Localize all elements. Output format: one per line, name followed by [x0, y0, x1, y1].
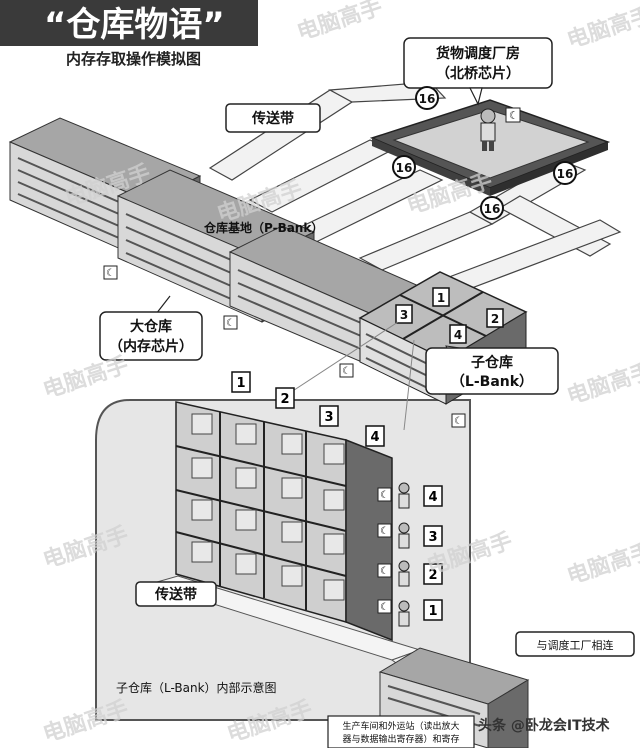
- dispatch-factory: ☾: [369, 99, 611, 196]
- svg-text:（L-Bank）: （L-Bank）: [451, 374, 533, 390]
- svg-text:2: 2: [280, 392, 289, 407]
- svg-text:与调度工厂相连: 与调度工厂相连: [537, 638, 614, 652]
- watermark: 电脑高手: [294, 0, 386, 46]
- page-title: “仓库物语”: [44, 5, 225, 45]
- credit-watermark: 头条 @卧龙会IT技术: [478, 717, 610, 734]
- svg-text:16: 16: [484, 202, 501, 216]
- dispatch-label-line2: （北桥芯片）: [436, 65, 520, 82]
- bank-number-badge-3: 3: [395, 304, 413, 324]
- row-marker-2: ☾ 2: [377, 560, 443, 587]
- bus-width-badge-2: 16: [392, 155, 416, 179]
- phone-icon: ☾: [223, 315, 238, 330]
- column-number-1: 1: [231, 371, 251, 393]
- page-subtitle: 内存存取操作模拟图: [66, 50, 201, 68]
- svg-text:☾: ☾: [454, 416, 463, 427]
- svg-text:器与数据输出寄存器）和寄存: 器与数据输出寄存器）和寄存: [342, 733, 459, 745]
- sub-warehouse-diagram-caption: 子仓库（L-Bank）内部示意图: [116, 680, 277, 695]
- conveyor-top-label: 传送带: [225, 103, 321, 133]
- big-warehouse-label: 大仓库 （内存芯片）: [99, 295, 203, 361]
- svg-text:4: 4: [454, 328, 462, 342]
- outbound-label: 生产车间和外运站（读出放大 器与数据输出寄存器）和寄存: [327, 715, 475, 748]
- outbound-building: [378, 647, 530, 748]
- dispatch-label: 货物调度厂房 （北桥芯片）: [403, 37, 553, 106]
- svg-text:2: 2: [491, 312, 499, 326]
- svg-text:4: 4: [428, 490, 437, 505]
- sub-warehouse-shelf: [175, 401, 393, 642]
- row-marker-1: ☾ 1: [377, 599, 443, 627]
- svg-text:3: 3: [400, 308, 408, 322]
- svg-text:16: 16: [396, 161, 413, 175]
- svg-text:2: 2: [428, 568, 437, 583]
- sub-warehouse-label: 子仓库 （L-Bank）: [425, 345, 559, 395]
- watermark: 电脑高手: [40, 696, 132, 748]
- svg-text:传送带: 传送带: [251, 110, 294, 127]
- svg-text:☾: ☾: [342, 366, 351, 377]
- row-marker-4: ☾ 4: [377, 482, 443, 509]
- svg-text:传送带: 传送带: [154, 586, 197, 603]
- svg-text:1: 1: [428, 604, 437, 619]
- svg-text:子仓库: 子仓库: [471, 354, 513, 371]
- svg-text:☾: ☾: [380, 566, 389, 577]
- column-number-3: 3: [319, 405, 339, 427]
- svg-text:3: 3: [324, 410, 333, 425]
- bank-number-badge-2: 2: [486, 308, 504, 328]
- bank-number-badge-4: 4: [449, 324, 467, 344]
- title-bg: [0, 0, 258, 46]
- watermark: 电脑高手: [564, 538, 640, 590]
- svg-text:16: 16: [419, 92, 436, 106]
- dispatch-label-line1: 货物调度厂房: [435, 45, 520, 62]
- phone-icon: ☾: [339, 363, 354, 378]
- worker-figure-dispatch: [480, 108, 496, 151]
- svg-text:☾: ☾: [380, 526, 389, 537]
- watermark: 电脑高手: [564, 358, 640, 410]
- svg-text:3: 3: [428, 530, 437, 545]
- svg-text:（内存芯片）: （内存芯片）: [109, 338, 193, 355]
- column-number-4: 4: [365, 425, 385, 447]
- watermark: 电脑高手: [564, 2, 640, 54]
- bus-width-badge-4: 16: [553, 161, 577, 185]
- watermark: 电脑高手: [40, 352, 132, 404]
- svg-text:大仓库: 大仓库: [130, 318, 172, 335]
- svg-text:1: 1: [236, 376, 245, 391]
- phone-icon: ☾: [505, 107, 521, 123]
- column-number-2: 2: [275, 387, 295, 409]
- svg-text:4: 4: [370, 430, 379, 445]
- bank-number-badge-1: 1: [432, 287, 450, 307]
- dispatch-link-label: 与调度工厂相连: [515, 631, 635, 657]
- svg-text:☾: ☾: [380, 602, 389, 613]
- bus-width-badge-1: 16: [415, 86, 439, 110]
- title-banner: “仓库物语” 内存存取操作模拟图: [0, 0, 258, 68]
- svg-text:☾: ☾: [509, 109, 519, 122]
- bus-width-badge-3: 16: [480, 196, 504, 220]
- phone-icon: ☾: [103, 265, 118, 280]
- svg-text:生产车间和外运站（读出放大: 生产车间和外运站（读出放大: [342, 720, 459, 732]
- svg-text:1: 1: [437, 291, 445, 305]
- svg-text:☾: ☾: [106, 268, 115, 279]
- phone-icon: ☾: [451, 413, 466, 428]
- bank-base-label: 仓库基地（P-Bank）: [203, 220, 323, 235]
- svg-text:16: 16: [557, 167, 574, 181]
- svg-text:☾: ☾: [380, 490, 389, 501]
- conveyor-bottom-label: 传送带: [135, 581, 217, 607]
- svg-text:☾: ☾: [226, 318, 235, 329]
- zoom-callout-lines: [281, 321, 415, 431]
- row-marker-3: ☾ 3: [377, 522, 443, 549]
